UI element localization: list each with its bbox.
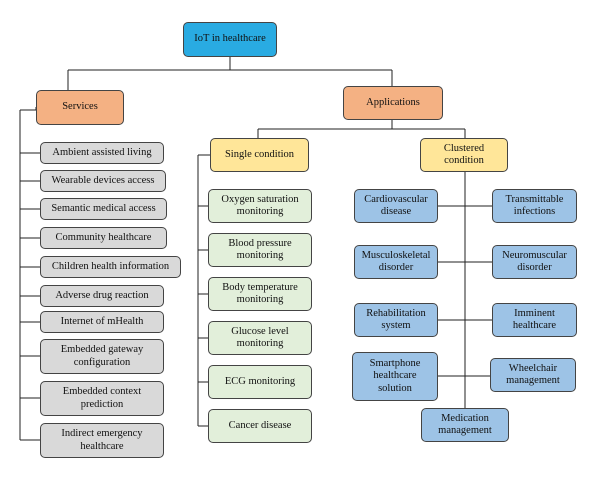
services-node: Services xyxy=(36,90,124,125)
clustered-item-label: Transmittable infections xyxy=(505,193,564,218)
medication-management-node: Medication management xyxy=(421,408,509,442)
service-item: Indirect emergency healthcare xyxy=(40,423,164,458)
single-condition-item-label: Blood pressure monitoring xyxy=(228,237,292,262)
service-item: Wearable devices access xyxy=(40,170,166,192)
applications-node: Applications xyxy=(343,86,443,120)
single-condition-label: Single condition xyxy=(224,148,295,160)
root-label: IoT in healthcare xyxy=(194,33,266,45)
applications-label: Applications xyxy=(366,96,420,108)
clustered-item-label: Musculoskeletal disorder xyxy=(361,249,431,274)
service-item-label: Ambient assisted living xyxy=(52,146,152,158)
single-condition-item-label: Oxygen saturation monitoring xyxy=(221,193,299,218)
single-condition-item-label: Glucose level monitoring xyxy=(231,325,289,350)
service-item: Ambient assisted living xyxy=(40,142,164,164)
service-item: Internet of mHealth xyxy=(40,311,164,333)
clustered-condition-label: Clustered condition xyxy=(443,142,485,167)
single-condition-item: ECG monitoring xyxy=(208,365,312,399)
clustered-item: Rehabilitation system xyxy=(354,303,438,337)
service-item-label: Embedded context prediction xyxy=(62,386,142,410)
single-condition-item-label: Cancer disease xyxy=(228,419,292,431)
services-label: Services xyxy=(62,101,98,113)
clustered-item: Imminent healthcare xyxy=(492,303,577,337)
clustered-item-label: Rehabilitation system xyxy=(366,307,426,332)
clustered-item: Musculoskeletal disorder xyxy=(354,245,438,279)
clustered-item-label: Neuromuscular disorder xyxy=(502,249,567,274)
single-condition-item-label: ECG monitoring xyxy=(224,375,296,387)
service-item: Embedded gateway configuration xyxy=(40,339,164,374)
root-node: IoT in healthcare xyxy=(183,22,277,57)
single-condition-item-label: Body temperature monitoring xyxy=(222,281,298,306)
service-item-label: Semantic medical access xyxy=(51,202,156,214)
medication-management-label: Medication management xyxy=(438,412,492,437)
service-item-label: Adverse drug reaction xyxy=(55,289,149,301)
clustered-item-label: Imminent healthcare xyxy=(512,307,557,332)
single-condition-item: Cancer disease xyxy=(208,409,312,443)
service-item-label: Community healthcare xyxy=(55,231,152,243)
clustered-item: Neuromuscular disorder xyxy=(492,245,577,279)
clustered-condition-node: Clustered condition xyxy=(420,138,508,172)
clustered-item-label: Wheelchair management xyxy=(506,362,560,387)
service-item: Children health information xyxy=(40,256,181,278)
clustered-item-label: Cardiovascular disease xyxy=(364,193,428,218)
service-item-label: Indirect emergency healthcare xyxy=(61,428,143,452)
service-item: Embedded context prediction xyxy=(40,381,164,416)
single-condition-node: Single condition xyxy=(210,138,309,172)
service-item-label: Wearable devices access xyxy=(51,174,155,186)
clustered-item: Smartphone healthcare solution xyxy=(352,352,438,401)
clustered-item: Wheelchair management xyxy=(490,358,576,392)
single-condition-item: Blood pressure monitoring xyxy=(208,233,312,267)
service-item-label: Internet of mHealth xyxy=(60,315,144,327)
service-item: Adverse drug reaction xyxy=(40,285,164,307)
service-item-label: Embedded gateway configuration xyxy=(60,344,144,368)
service-item: Community healthcare xyxy=(40,227,167,249)
service-item: Semantic medical access xyxy=(40,198,167,220)
single-condition-item: Oxygen saturation monitoring xyxy=(208,189,312,223)
single-condition-item: Glucose level monitoring xyxy=(208,321,312,355)
clustered-item: Cardiovascular disease xyxy=(354,189,438,223)
single-condition-item: Body temperature monitoring xyxy=(208,277,312,311)
service-item-label: Children health information xyxy=(51,260,170,272)
clustered-item: Transmittable infections xyxy=(492,189,577,223)
clustered-item-label: Smartphone healthcare solution xyxy=(369,357,421,394)
